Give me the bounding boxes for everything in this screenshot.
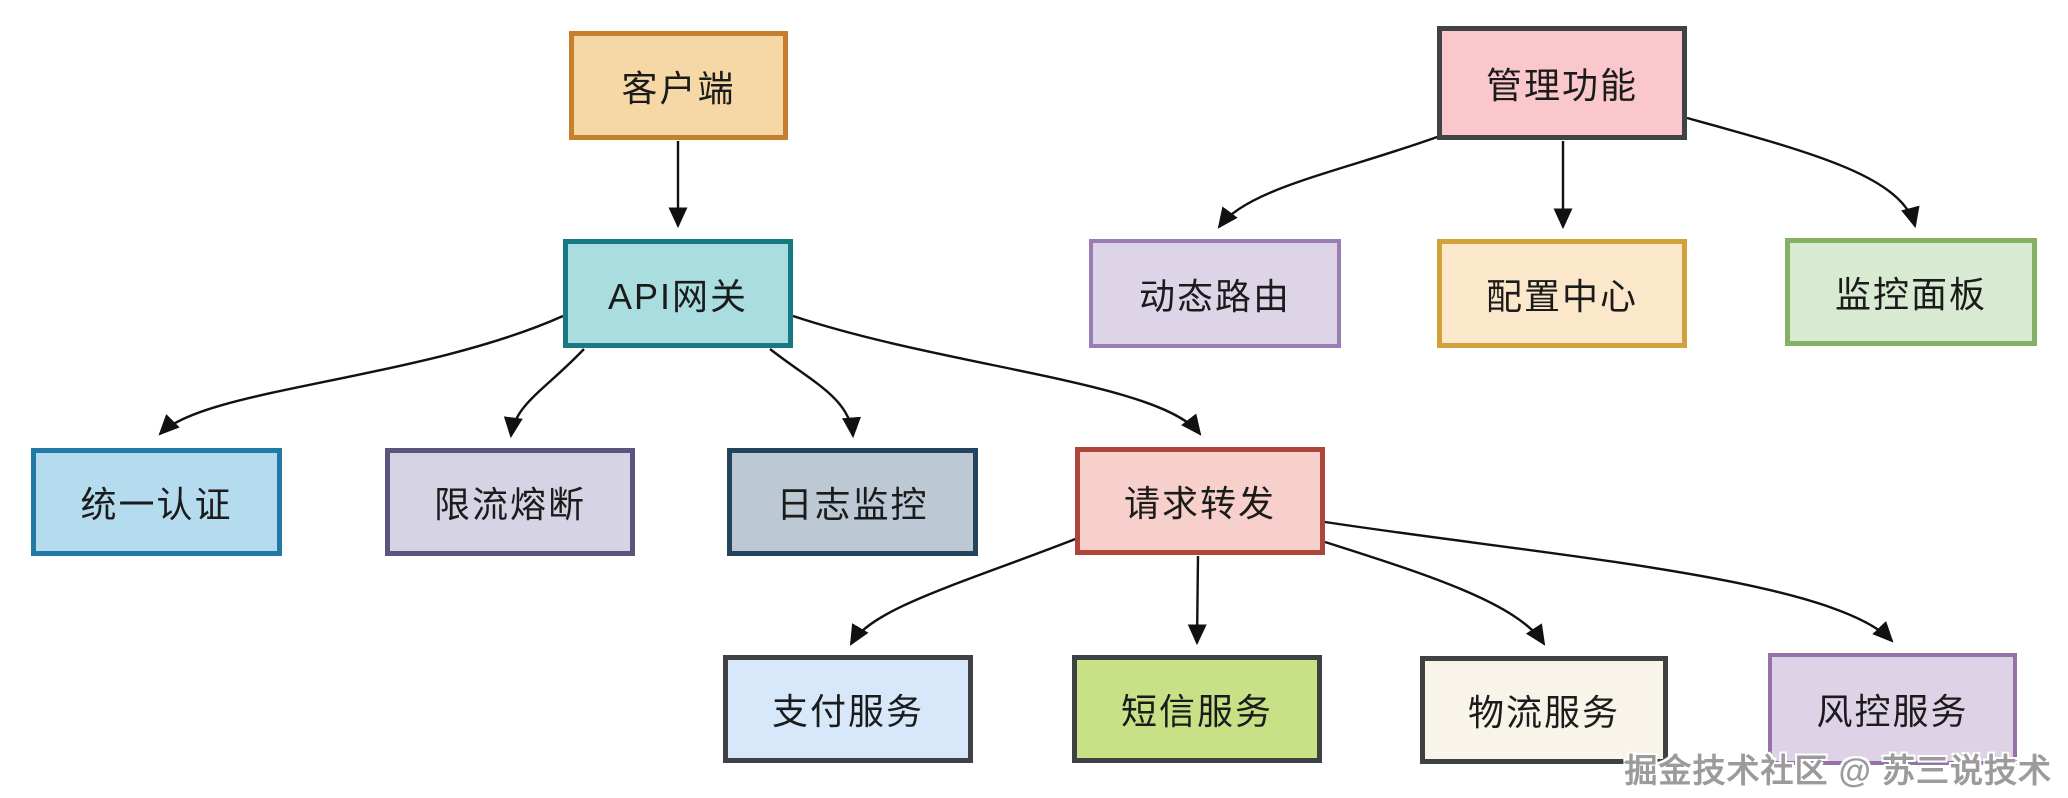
node-log-monitor-label: 日志监控 [776, 484, 929, 525]
node-rate-limit: 限流熔断 [385, 448, 635, 556]
edge-forward-payment [849, 536, 1079, 646]
watermark: 掘金技术社区 @ 苏三说技术 [1624, 752, 2052, 789]
node-dynamic-route-label: 动态路由 [1138, 275, 1291, 317]
node-logistics-service: 物流服务 [1420, 656, 1668, 764]
node-request-forward: 请求转发 [1075, 447, 1325, 555]
node-unified-auth-label: 统一认证 [80, 484, 233, 525]
node-config-center-label: 配置中心 [1485, 275, 1638, 317]
node-payment-service: 支付服务 [723, 655, 973, 763]
node-payment-service-label: 支付服务 [771, 691, 924, 732]
edge-gateway-rate-limit [503, 348, 585, 439]
edge-forward-sms [1187, 555, 1207, 646]
node-risk-service: 风控服务 [1768, 653, 2017, 765]
node-sms-service: 短信服务 [1072, 655, 1322, 763]
edge-forward-risk [1324, 520, 1894, 643]
node-logistics-service-label: 物流服务 [1467, 692, 1620, 733]
edge-gateway-log-monitor [769, 348, 861, 439]
node-sms-service-label: 短信服务 [1120, 691, 1273, 732]
node-config-center: 配置中心 [1437, 239, 1687, 348]
edge-admin-monitor-panel [1686, 116, 1920, 229]
node-client: 客户端 [569, 31, 788, 140]
node-monitor-panel-label: 监控面板 [1834, 274, 1987, 315]
node-client-label: 客户端 [621, 67, 736, 109]
node-api-gateway-label: API网关 [607, 275, 749, 317]
edge-gateway-unified-auth [158, 314, 564, 436]
edge-forward-logistics [1324, 540, 1546, 646]
node-request-forward-label: 请求转发 [1123, 483, 1276, 524]
node-admin-functions: 管理功能 [1437, 26, 1687, 140]
node-dynamic-route: 动态路由 [1089, 239, 1341, 348]
node-risk-service-label: 风控服务 [1816, 691, 1969, 732]
node-api-gateway: API网关 [563, 239, 793, 348]
node-log-monitor: 日志监控 [727, 448, 978, 556]
node-rate-limit-label: 限流熔断 [433, 484, 586, 525]
edge-admin-dynamic-route [1217, 134, 1441, 229]
node-unified-auth: 统一认证 [31, 448, 282, 556]
edge-gateway-request-forward [792, 314, 1202, 436]
node-admin-functions-label: 管理功能 [1485, 65, 1638, 106]
node-monitor-panel: 监控面板 [1785, 238, 2037, 346]
